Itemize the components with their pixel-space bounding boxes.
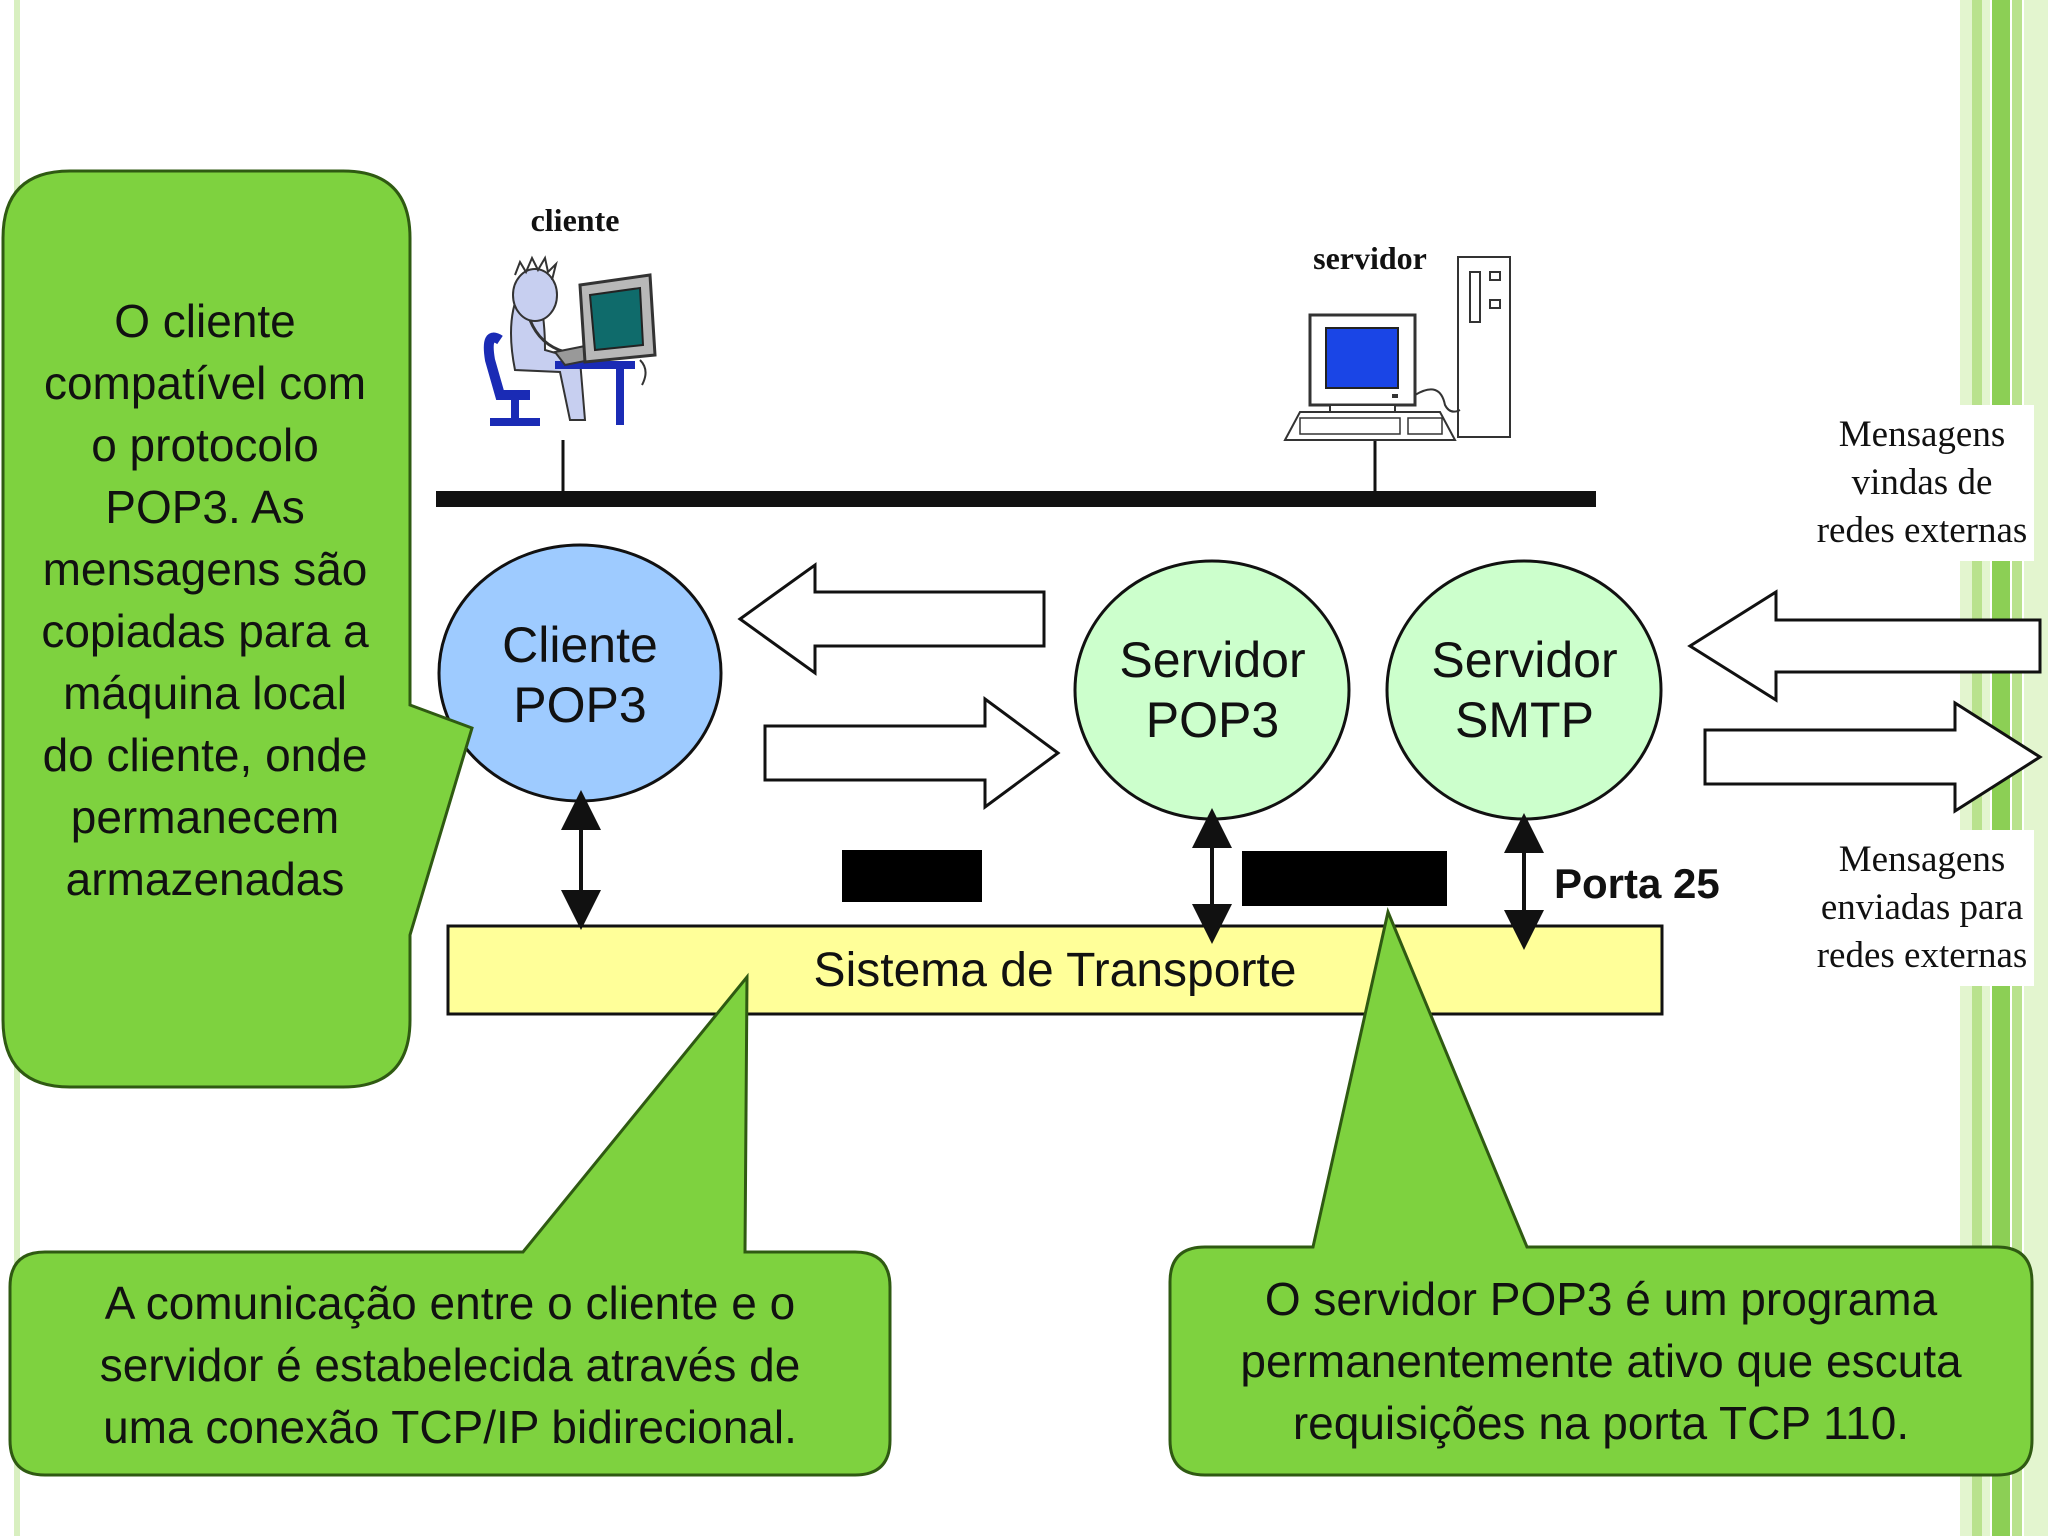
porta-25-label: Porta 25: [1554, 860, 1720, 907]
arrow-right-client-to-server: [763, 696, 1061, 810]
servidor-label: servidor: [1313, 240, 1427, 276]
outgoing-messages-note: Mensagens enviadas para redes externas: [1810, 830, 2034, 986]
arrow-incoming-external: [1687, 589, 2042, 703]
client-pop3-label: Cliente POP3: [502, 617, 658, 733]
incoming-messages-note: Mensagens vindas de redes externas: [1810, 405, 2034, 561]
server-computer-icon: [1283, 256, 1511, 441]
hidden-label-box: [1242, 851, 1447, 906]
server-smtp-label: Servidor SMTP: [1431, 632, 1618, 748]
connection-callout: [8, 972, 892, 1477]
client-callout-text: O cliente compatível com o protocolo POP…: [41, 295, 369, 905]
server-callout-text: O servidor POP3 é um programa permanente…: [1240, 1273, 1962, 1449]
connection-callout-text: A comunicação entre o cliente e o servid…: [99, 1277, 801, 1453]
cliente-label: cliente: [530, 202, 620, 238]
network-line: [436, 491, 1596, 507]
person-at-computer-icon: [483, 255, 657, 426]
server-callout: [1168, 907, 2034, 1477]
arrow-left-server-to-client: [737, 562, 1046, 676]
transport-label: Sistema de Transporte: [813, 943, 1297, 997]
arrow-outgoing-external: [1703, 700, 2043, 814]
server-pop3-label: Servidor POP3: [1119, 632, 1306, 748]
client-callout: [1, 169, 474, 1089]
hidden-label-box: [842, 850, 982, 902]
transport-bar: [446, 924, 1664, 1016]
